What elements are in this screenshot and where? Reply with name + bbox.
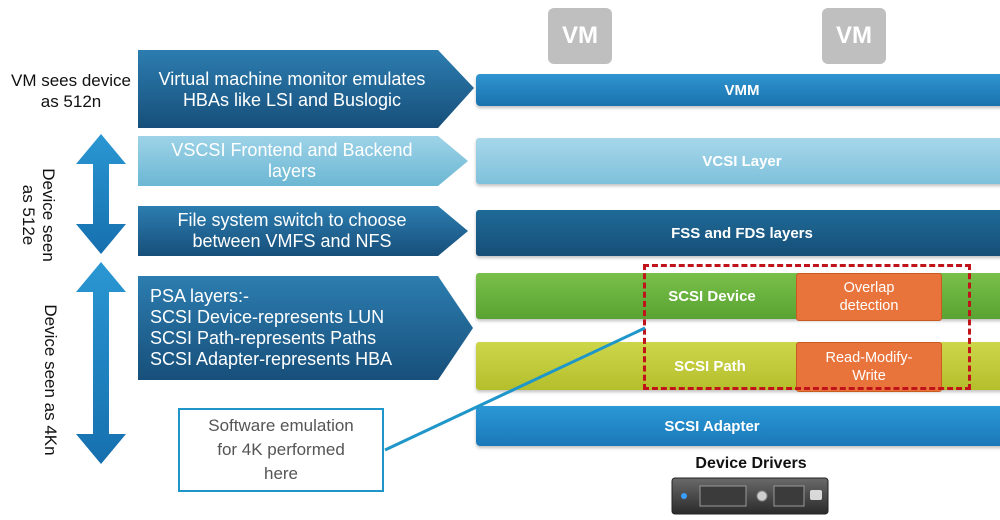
layer-fss: FSS and FDS layers xyxy=(476,210,1000,256)
software-emulation-callout: Software emulation for 4K performed here xyxy=(178,408,384,492)
arrow-text-line: layers xyxy=(267,161,316,181)
double-arrows xyxy=(76,134,126,464)
vertical-label-4kn: Device seen as 4Kn xyxy=(30,304,70,455)
vm-label: VM xyxy=(562,22,598,49)
arrow-text-fss: File system switch to choose between VMF… xyxy=(142,207,442,255)
vm-box-2: VM xyxy=(822,8,886,64)
callout-line-text: for 4K performed xyxy=(217,440,345,459)
callout-line xyxy=(384,326,646,452)
layer-scsi-adapter: SCSI Adapter xyxy=(476,406,1000,446)
emulation-highlight-box xyxy=(643,264,971,390)
orange-box-line: Write xyxy=(852,368,886,384)
arrow-text-line: VSCSI Frontend and Backend xyxy=(171,140,413,160)
vertical-label-line: Device seen xyxy=(39,168,58,262)
note-line: VM sees device xyxy=(11,71,131,90)
arrow-text-vscsi: VSCSI Frontend and Backend layers xyxy=(142,137,442,185)
arrow-text-vmm: Virtual machine monitor emulates HBAs li… xyxy=(142,52,442,128)
orange-box-line: Read-Modify- xyxy=(825,350,913,366)
arrow-fss xyxy=(138,206,468,256)
vertical-label-512e: Device seen as 512e xyxy=(18,168,58,262)
read-modify-write-box: Read-Modify- Write xyxy=(796,342,942,392)
upper-double-arrow xyxy=(76,134,126,254)
layer-vcsi: VCSI Layer xyxy=(476,138,1000,184)
vm-sees-device-note: VM sees device as 512n xyxy=(2,70,140,112)
vertical-label-line: as 512e xyxy=(19,184,38,246)
arrow-text-psa: PSA layers:- SCSI Device-represents LUN … xyxy=(142,278,442,378)
arrow-psa xyxy=(138,276,473,380)
arrow-text-line: SCSI Adapter-represents HBA xyxy=(150,349,393,369)
lower-double-arrow xyxy=(76,262,126,464)
vm-box-1: VM xyxy=(548,8,612,64)
orange-box-line: Overlap xyxy=(843,280,895,296)
arrow-text-line: SCSI Device-represents LUN xyxy=(150,307,385,327)
device-drivers-text: Device Drivers xyxy=(695,455,807,472)
callout-line-text: Software emulation xyxy=(208,416,354,435)
server-icon xyxy=(671,477,829,515)
arrow-text-line: PSA layers:- xyxy=(150,286,250,306)
arrow-text-line: Virtual machine monitor emulates xyxy=(158,69,426,89)
device-drivers-label: Device Drivers xyxy=(676,455,826,473)
arrow-text-line: HBAs like LSI and Buslogic xyxy=(182,90,402,110)
layer-label: SCSI Device xyxy=(668,287,756,305)
vertical-label-line: Device seen as 4Kn xyxy=(41,304,60,456)
layer-label: FSS and FDS layers xyxy=(671,224,813,242)
layer-label: VMM xyxy=(724,81,760,99)
callout-line-text: here xyxy=(263,464,299,483)
arrow-vscsi xyxy=(138,136,468,186)
note-line: as 512n xyxy=(40,92,102,111)
vm-label: VM xyxy=(836,22,872,49)
arrow-text-line: File system switch to choose xyxy=(177,210,407,230)
arrow-text-line: SCSI Path-represents Paths xyxy=(150,328,377,348)
arrow-text-line: between VMFS and NFS xyxy=(192,231,392,251)
arrow-shapes xyxy=(138,50,474,380)
layer-label: SCSI Path xyxy=(674,357,746,375)
layer-label: VCSI Layer xyxy=(702,152,782,170)
orange-box-line: detection xyxy=(839,298,899,314)
layer-label: SCSI Adapter xyxy=(664,417,760,435)
overlap-detection-box: Overlap detection xyxy=(796,273,942,321)
arrow-vmm xyxy=(138,50,474,128)
layer-vmm: VMM xyxy=(476,74,1000,106)
